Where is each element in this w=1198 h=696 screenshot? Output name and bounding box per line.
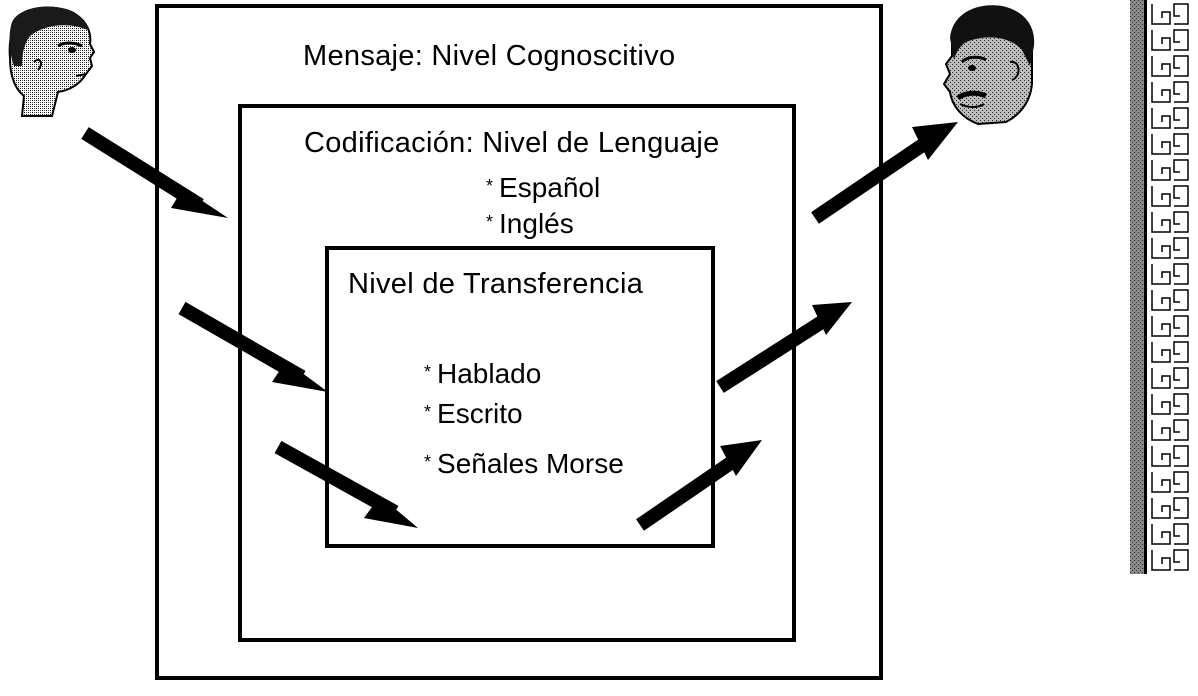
- greek-key-unit: [1151, 445, 1189, 467]
- greek-key-unit: [1151, 393, 1189, 415]
- greek-key-unit: [1151, 185, 1189, 207]
- language-item-label: Inglés: [499, 208, 574, 239]
- greek-key-unit: [1151, 419, 1189, 441]
- bullet-star: *: [424, 452, 432, 472]
- sender-person-icon: [8, 6, 96, 117]
- receiver-person-icon: [942, 5, 1035, 126]
- greek-key-unit: [1151, 159, 1189, 181]
- arrow-transfer-to-receiver: [636, 440, 762, 531]
- greek-key-unit: [1151, 133, 1189, 155]
- greek-key-unit: [1151, 29, 1189, 51]
- greek-key-unit: [1151, 523, 1189, 545]
- arrow-sender-to-coding: [178, 301, 328, 392]
- greek-key-unit: [1151, 211, 1189, 233]
- greek-key-pattern-icon: [1151, 3, 1189, 571]
- arrow-sender-to-message: [81, 127, 228, 218]
- language-item-spanish: *Español: [486, 172, 600, 204]
- greek-key-unit: [1151, 107, 1189, 129]
- greek-key-unit: [1151, 315, 1189, 337]
- greek-key-unit: [1151, 341, 1189, 363]
- shaded-band: [1130, 0, 1144, 574]
- language-item-english: *Inglés: [486, 208, 574, 240]
- message-cognitive-level-box: [155, 4, 883, 680]
- transfer-level-box: [325, 246, 715, 548]
- greek-key-unit: [1151, 367, 1189, 389]
- arrow-message-to-receiver: [811, 122, 958, 224]
- arrow-sender-to-transfer: [274, 440, 418, 528]
- outer-level-title: Mensaje: Nivel Cognoscitivo: [303, 40, 676, 72]
- transfer-item-label: Señales Morse: [437, 448, 624, 479]
- transfer-item-morse: *Señales Morse: [424, 448, 624, 480]
- bullet-star: *: [424, 362, 432, 382]
- transfer-item-spoken: *Hablado: [424, 358, 541, 390]
- language-item-label: Español: [499, 172, 601, 203]
- bullet-star: *: [486, 176, 494, 196]
- transfer-item-label: Escrito: [437, 398, 523, 429]
- transfer-item-written: *Escrito: [424, 398, 523, 430]
- greek-key-unit: [1151, 549, 1189, 571]
- greek-key-unit: [1151, 237, 1189, 259]
- greek-key-unit: [1151, 263, 1189, 285]
- arrow-coding-to-receiver: [716, 302, 852, 393]
- inner-level-title: Nivel de Transferencia: [348, 268, 644, 300]
- greek-key-unit: [1151, 3, 1189, 25]
- greek-key-unit: [1151, 471, 1189, 493]
- greek-key-unit: [1151, 497, 1189, 519]
- greek-key-border-strip: [1130, 0, 1189, 574]
- coding-language-level-box: [238, 104, 796, 642]
- bullet-star: *: [486, 212, 494, 232]
- middle-level-title: Codificación: Nivel de Lenguaje: [304, 127, 720, 159]
- bullet-star: *: [424, 402, 432, 422]
- transfer-item-label: Hablado: [437, 358, 542, 389]
- greek-key-unit: [1151, 55, 1189, 77]
- greek-key-unit: [1151, 289, 1189, 311]
- greek-key-unit: [1151, 81, 1189, 103]
